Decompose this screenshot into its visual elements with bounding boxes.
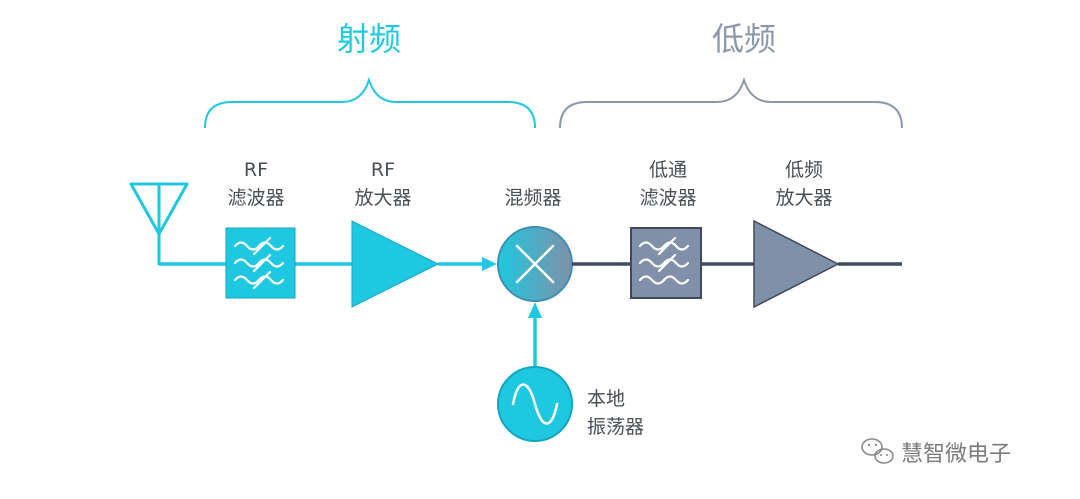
lf-amp-label-line1: 低频 (785, 159, 823, 181)
lp-filter-label-line1: 低通 (649, 159, 687, 181)
lp-filter-label-line2: 滤波器 (639, 187, 696, 209)
rf-section-bracket (204, 76, 536, 129)
rf-filter-label-line1: RF (244, 159, 268, 181)
filter-waves-icon (233, 236, 285, 290)
sine-wave-icon (511, 383, 559, 425)
rf-filter-label-line2: 滤波器 (227, 187, 284, 209)
rf-filter-block (225, 227, 296, 299)
wechat-icon (861, 438, 894, 464)
rf-amp-label-line2: 放大器 (354, 187, 411, 209)
low-pass-filter-block (630, 227, 702, 299)
rf-section-title: 射频 (337, 20, 401, 58)
lo-label-line2: 振荡器 (587, 416, 644, 438)
antenna-icon (129, 182, 189, 265)
local-oscillator-block (497, 366, 573, 442)
lf-section-bracket (559, 76, 903, 129)
watermark-text: 慧智微电子 (901, 442, 1011, 467)
watermark: 慧智微电子 (861, 438, 1011, 467)
mixer-cross-icon (515, 244, 555, 284)
mixer-block (497, 226, 573, 302)
arrow-into-mixer-icon (482, 257, 497, 271)
lf-amp-label-line2: 放大器 (775, 187, 832, 209)
rf-amplifier-block (351, 220, 440, 308)
rf-amp-label-line1: RF (371, 159, 395, 181)
mixer-label: 混频器 (504, 187, 561, 209)
lf-section-title: 低频 (712, 20, 776, 58)
lo-label-line1: 本地 (587, 388, 625, 410)
lf-amplifier-block (753, 219, 840, 309)
filter-waves-icon (638, 236, 690, 285)
arrow-lo-to-mixer-icon (528, 302, 542, 318)
